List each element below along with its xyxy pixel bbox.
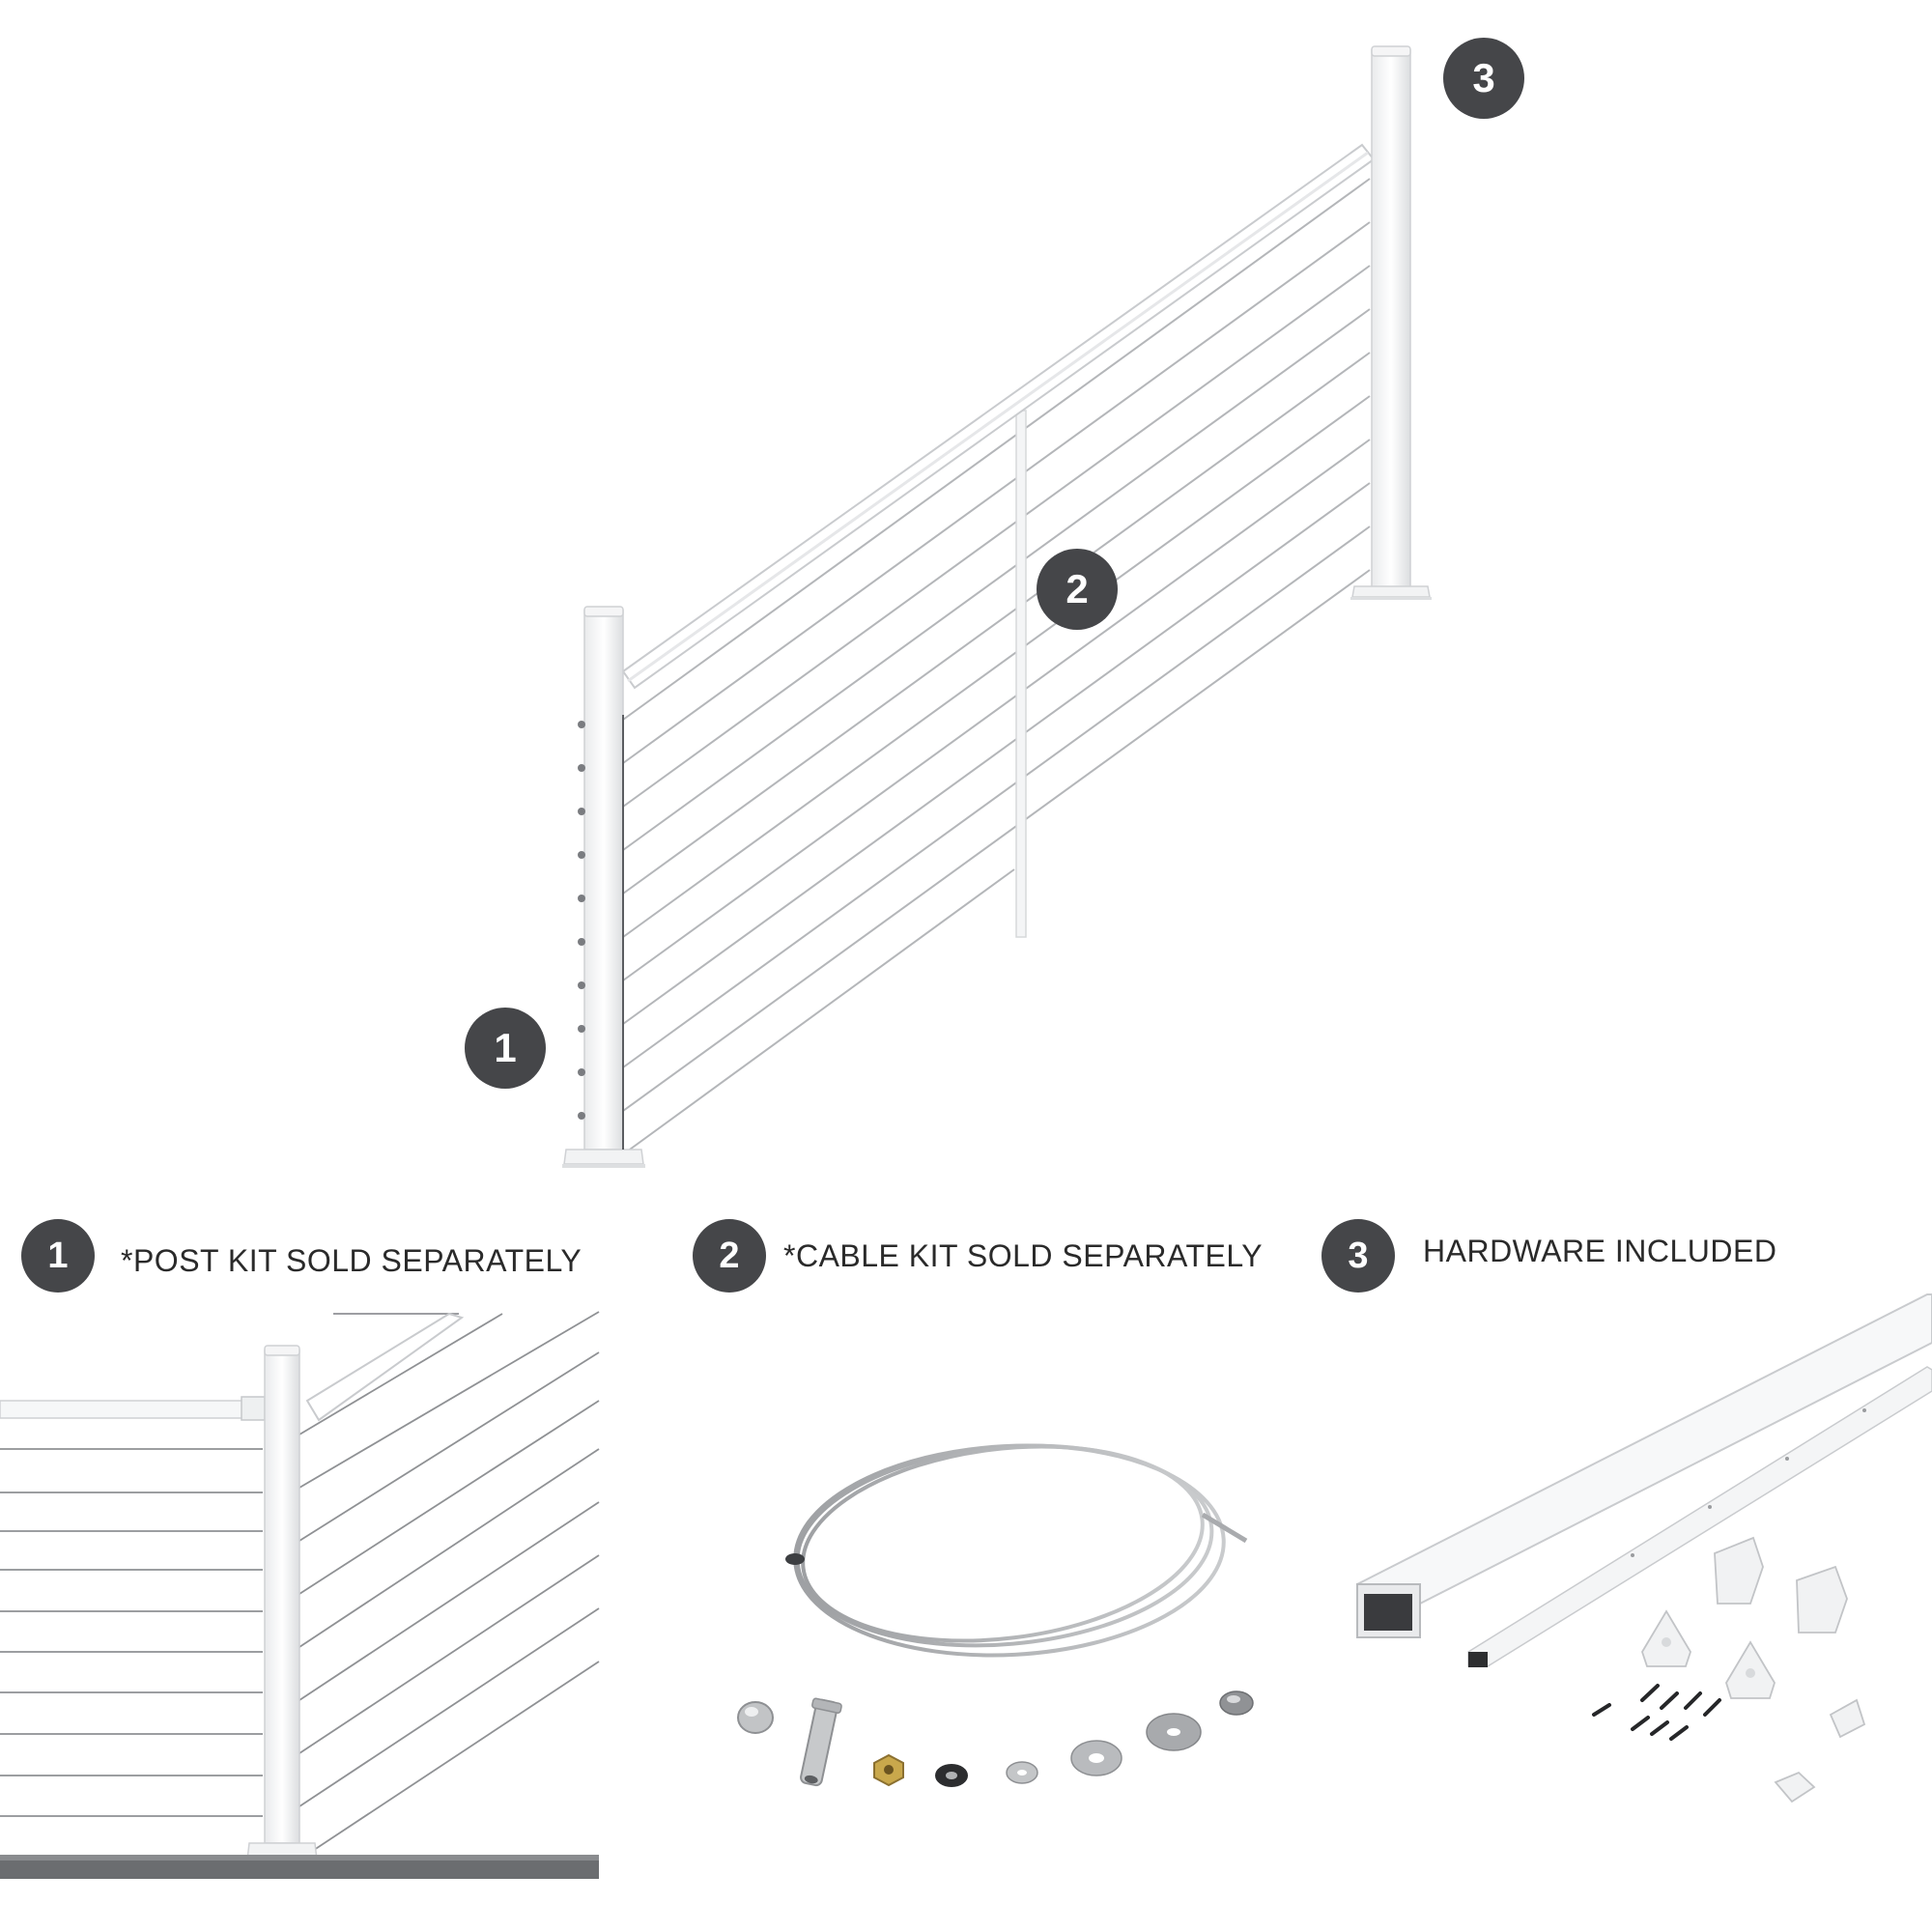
badge-3: 3: [1443, 38, 1524, 119]
angled-cables: [298, 1311, 600, 1861]
mid-support-picket: [1015, 410, 1027, 938]
stair-cables: [622, 178, 1371, 1155]
badge-1: 1: [465, 1008, 546, 1089]
cable-fittings: [737, 1690, 1254, 1787]
post-kit-detail: [0, 1311, 600, 1879]
coiled-cable: [793, 1443, 1226, 1658]
horizontal-cables: [0, 1448, 263, 1817]
hardware-detail: [1356, 1293, 1932, 1804]
feature-label-post-kit: *POST KIT SOLD SEPARATELY: [121, 1243, 582, 1278]
feature-label-hardware: HARDWARE INCLUDED: [1423, 1234, 1777, 1268]
feature-badge-1: 1: [21, 1219, 95, 1293]
feature-badge-3: 3: [1321, 1219, 1395, 1293]
stair-railing-main: [562, 45, 1432, 1168]
feature-badge-2: 2: [693, 1219, 766, 1293]
screws: [1592, 1684, 1721, 1741]
cable-kit-detail: [737, 1443, 1254, 1787]
left-post: [562, 606, 645, 1168]
feature-label-cable-kit: *CABLE KIT SOLD SEPARATELY: [783, 1238, 1264, 1273]
badge-2: 2: [1037, 549, 1118, 630]
right-post: [1350, 45, 1432, 600]
